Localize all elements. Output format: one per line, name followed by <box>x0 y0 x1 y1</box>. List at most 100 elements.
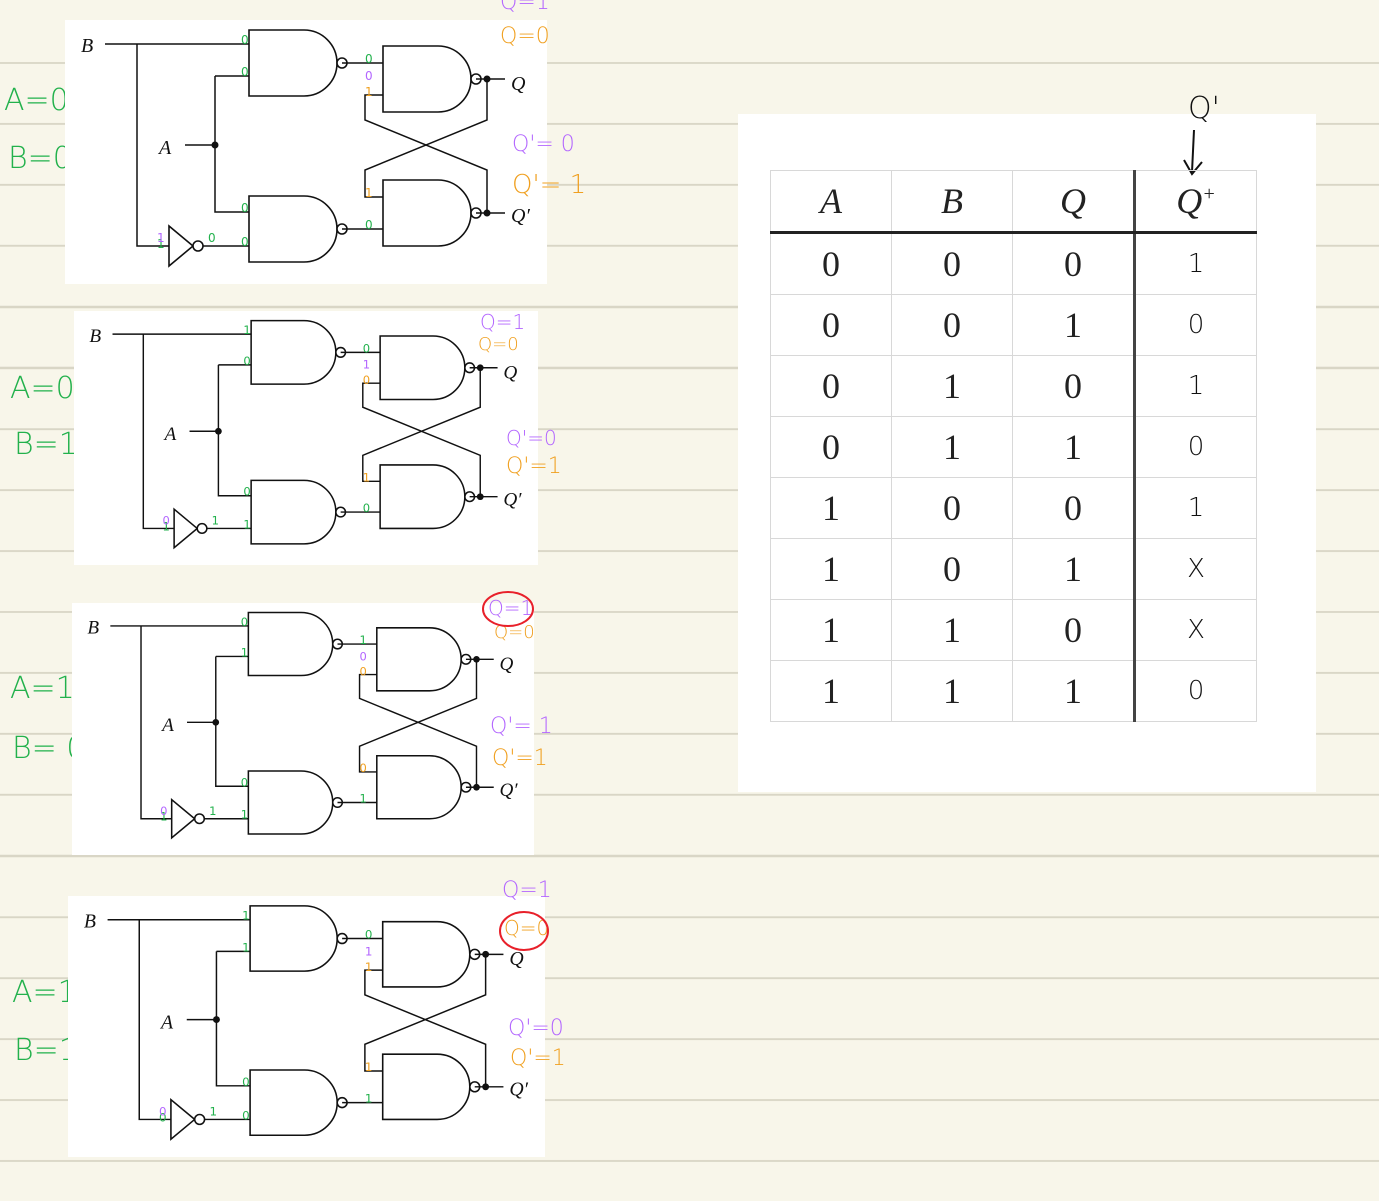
row2-q-purple: Q=1 <box>480 310 526 334</box>
output-q-label: Q <box>511 73 526 95</box>
row1-qp-orange: Q'= 1 <box>512 170 587 200</box>
input-mark: 1 <box>365 85 373 99</box>
cell-qplus: 1 <box>1133 355 1257 417</box>
row2-qp-purple: Q'=0 <box>506 426 557 450</box>
input-mark: 1 <box>360 633 367 647</box>
input-mark: 0 <box>160 804 167 818</box>
junction-a <box>215 427 222 435</box>
row2-a-label: A=0 <box>10 371 75 406</box>
cell-a: 0 <box>770 232 892 295</box>
output-qprime-label: Q′ <box>499 780 518 801</box>
input-mark: 1 <box>363 470 370 484</box>
input-mark: 0 <box>360 665 367 679</box>
input-mark: 1 <box>363 358 370 372</box>
cell-a: 0 <box>770 416 892 478</box>
cell-q: 1 <box>1012 660 1135 722</box>
cell-b: 0 <box>891 538 1013 600</box>
cell-a: 1 <box>770 477 892 539</box>
row3-qp-purple: Q'= 1 <box>490 714 553 739</box>
arrow-label: Q' <box>1188 91 1220 126</box>
wire-q-feedback <box>364 79 488 198</box>
cell-qplus: 1 <box>1133 477 1257 539</box>
cell-b: 1 <box>891 355 1013 417</box>
row1-q-orange: Q=0 <box>500 24 550 49</box>
input-mark: 0 <box>241 65 249 79</box>
row1-q-purple: Q=1 <box>500 0 550 15</box>
input-mark: 0 <box>363 373 370 387</box>
input-mark: 0 <box>363 501 370 515</box>
cell-qplus: X <box>1133 538 1257 600</box>
cell-qplus: 0 <box>1133 294 1257 356</box>
input-a-label: A <box>157 137 172 159</box>
wire-qprime-feedback <box>358 673 478 788</box>
wire-q-feedback <box>362 367 481 483</box>
row4-a-label: A=1 <box>12 975 77 1010</box>
wire-qprime-feedback <box>362 382 481 497</box>
input-mark: 0 <box>241 201 249 215</box>
input-a-label: A <box>159 1011 174 1033</box>
junction-qprime <box>482 1083 490 1091</box>
input-mark: 0 <box>365 218 373 232</box>
row3-q-orange: Q=0 <box>494 622 535 643</box>
wire-a-vertical <box>215 951 251 1087</box>
input-mark: 0 <box>243 485 250 499</box>
output-q-label: Q <box>509 948 523 970</box>
input-mark: 1 <box>365 1092 373 1106</box>
cell-b: 1 <box>891 660 1013 722</box>
row3-qp-orange: Q'=1 <box>492 746 548 771</box>
cell-b: 1 <box>891 599 1013 661</box>
input-mark: 0 <box>242 1108 250 1122</box>
output-qprime-label: Q′ <box>503 489 522 510</box>
red-circle-row3 <box>482 591 534 627</box>
input-b-label: B <box>87 618 99 639</box>
cell-a: 1 <box>770 660 892 722</box>
cell-q: 0 <box>1012 599 1135 661</box>
input-mark: 0 <box>241 235 249 249</box>
row2-q-orange: Q=0 <box>478 334 519 355</box>
row4-qp-purple: Q'=0 <box>508 1016 564 1041</box>
cell-b: 0 <box>891 477 1013 539</box>
cell-qplus: 1 <box>1133 232 1257 295</box>
input-mark: 1 <box>160 810 167 824</box>
row4-q-purple: Q=1 <box>502 878 552 903</box>
input-mark: 0 <box>243 354 250 368</box>
cell-a: 1 <box>770 538 892 600</box>
wire-b-down <box>140 625 172 820</box>
junction-a <box>211 141 219 149</box>
red-circle-row4 <box>499 911 549 951</box>
wire-q-feedback <box>358 659 478 773</box>
wire-a-vertical <box>215 656 249 787</box>
input-mark: 1 <box>242 909 250 923</box>
input-mark: 0 <box>208 231 216 245</box>
cell-q: 1 <box>1012 416 1135 478</box>
row4-q-orange: Q=0 <box>504 916 550 940</box>
input-b-label: B <box>89 326 101 347</box>
cell-q: 1 <box>1012 538 1135 600</box>
input-mark: 1 <box>243 517 250 531</box>
input-mark: 1 <box>241 808 248 822</box>
junction-a <box>212 1016 220 1024</box>
cell-q: 0 <box>1012 355 1135 417</box>
row2-qp-orange: Q'=1 <box>506 454 562 479</box>
cell-qplus: 0 <box>1133 660 1257 722</box>
cell-q: 1 <box>1012 294 1135 356</box>
junction-a <box>212 718 220 726</box>
input-mark: 0 <box>242 1075 250 1089</box>
wire-qprime-feedback <box>364 94 488 213</box>
cell-b: 0 <box>891 232 1013 295</box>
